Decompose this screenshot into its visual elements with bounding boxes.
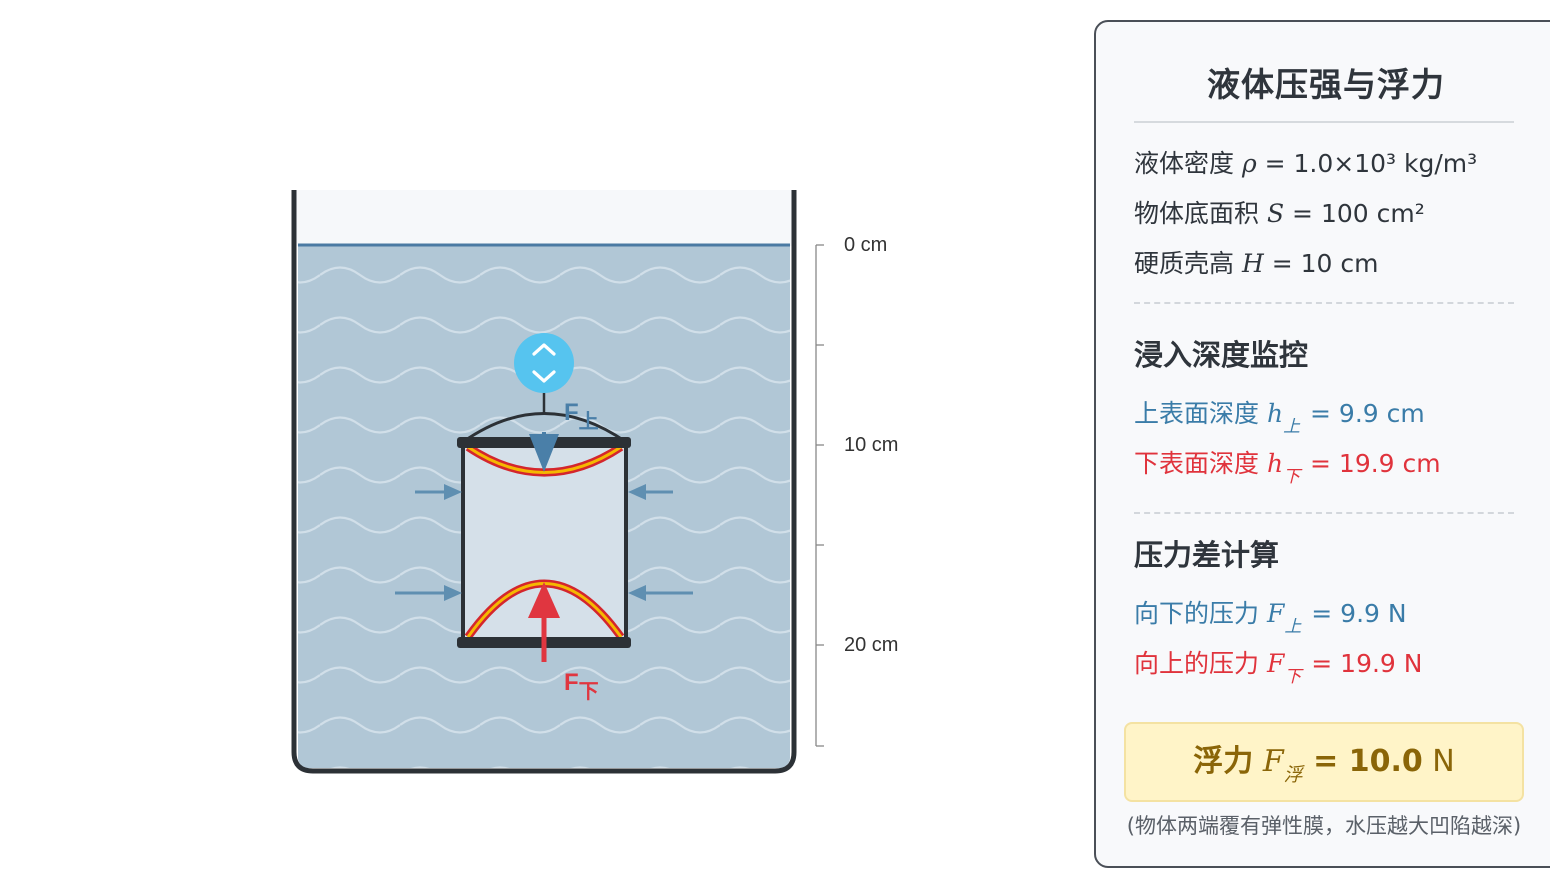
panel-title: 液体压强与浮力 — [1207, 65, 1445, 104]
beaker-air — [296, 190, 792, 246]
pressure-section-title: 压力差计算 — [1134, 538, 1280, 572]
downward-force-row: 向下的压力 F上 = 9.9 N — [1134, 599, 1407, 637]
height-row: 硬质壳高 H = 10 cm — [1134, 249, 1379, 278]
top-depth-row: 上表面深度 h上 = 9.9 cm — [1134, 399, 1425, 437]
ruler-label-0: 0 cm — [844, 234, 887, 256]
title-divider — [1134, 121, 1514, 123]
ruler-label-10: 10 cm — [844, 434, 898, 456]
buoyancy-result: 浮力 F浮 = 10.0 N — [1124, 722, 1524, 802]
density-row: 液体密度 ρ = 1.0×10³ kg/m³ — [1134, 149, 1478, 178]
depth-section-title: 浸入深度监控 — [1134, 338, 1309, 372]
depth-ruler — [815, 244, 824, 747]
up-down-drag-icon[interactable] — [514, 333, 574, 393]
bottom-force-label: F下 — [564, 669, 599, 703]
side-pressure-arrows — [395, 484, 693, 601]
container-diagram: 0 cm 10 cm 20 cm — [291, 190, 898, 774]
top-force-arrow — [529, 432, 559, 472]
upward-force-row: 向上的压力 F下 = 19.9 N — [1134, 649, 1423, 687]
ruler-label-20: 20 cm — [844, 634, 898, 656]
beaker-wall — [291, 190, 797, 774]
bottom-depth-row: 下表面深度 h下 = 19.9 cm — [1134, 449, 1441, 487]
divider-1 — [1134, 302, 1514, 304]
membrane-note: (物体两端覆有弹性膜，水压越大凹陷越深) — [1126, 814, 1522, 838]
top-force-label: F上 — [564, 399, 599, 433]
divider-2 — [1134, 512, 1514, 514]
info-panel: 液体压强与浮力 液体密度 ρ = 1.0×10³ kg/m³ 物体底面积 S =… — [1094, 20, 1550, 868]
bottom-force-arrow — [528, 582, 560, 662]
area-row: 物体底面积 S = 100 cm² — [1134, 199, 1425, 228]
